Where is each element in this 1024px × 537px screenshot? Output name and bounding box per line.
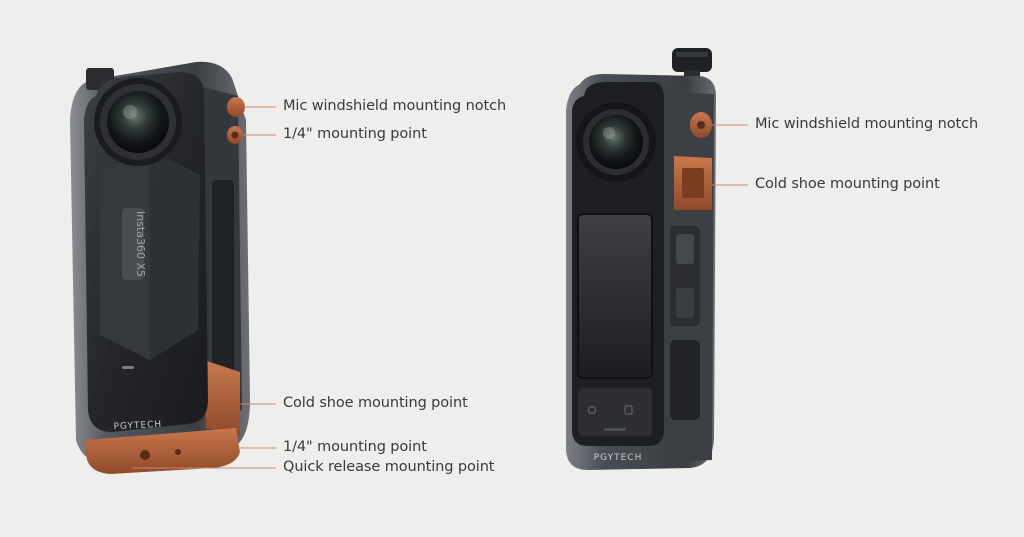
callout-left-quick-release: Quick release mounting point bbox=[283, 459, 495, 475]
callout-left-mic-notch: Mic windshield mounting notch bbox=[283, 98, 507, 114]
right-screen bbox=[578, 214, 652, 378]
right-mode-button bbox=[624, 405, 633, 415]
left-cold-shoe bbox=[204, 360, 240, 436]
left-brand-text: PGYTECH bbox=[113, 420, 162, 433]
left-model-badge bbox=[122, 208, 144, 280]
right-camera bbox=[566, 48, 716, 470]
left-mic-notch bbox=[227, 97, 245, 117]
left-bottom-plate bbox=[86, 428, 240, 474]
left-camera bbox=[70, 61, 250, 474]
right-leader-lines bbox=[712, 124, 748, 186]
right-brand-text: PGYTECH bbox=[594, 453, 643, 463]
right-top-knob bbox=[672, 48, 712, 72]
callout-right-cold-shoe: Cold shoe mounting point bbox=[755, 176, 940, 192]
callout-left-quarter-inch-top: 1/4" mounting point bbox=[283, 126, 427, 142]
left-model-text: Insta360 X5 bbox=[134, 211, 147, 277]
callout-left-quarter-inch-bottom: 1/4" mounting point bbox=[283, 439, 427, 455]
left-lens bbox=[107, 91, 169, 153]
callout-right-mic-notch: Mic windshield mounting notch bbox=[755, 116, 979, 132]
callout-left-cold-shoe: Cold shoe mounting point bbox=[283, 395, 468, 411]
right-lens bbox=[589, 115, 643, 169]
right-shutter-button bbox=[588, 406, 596, 414]
left-leader-lines bbox=[132, 106, 276, 469]
